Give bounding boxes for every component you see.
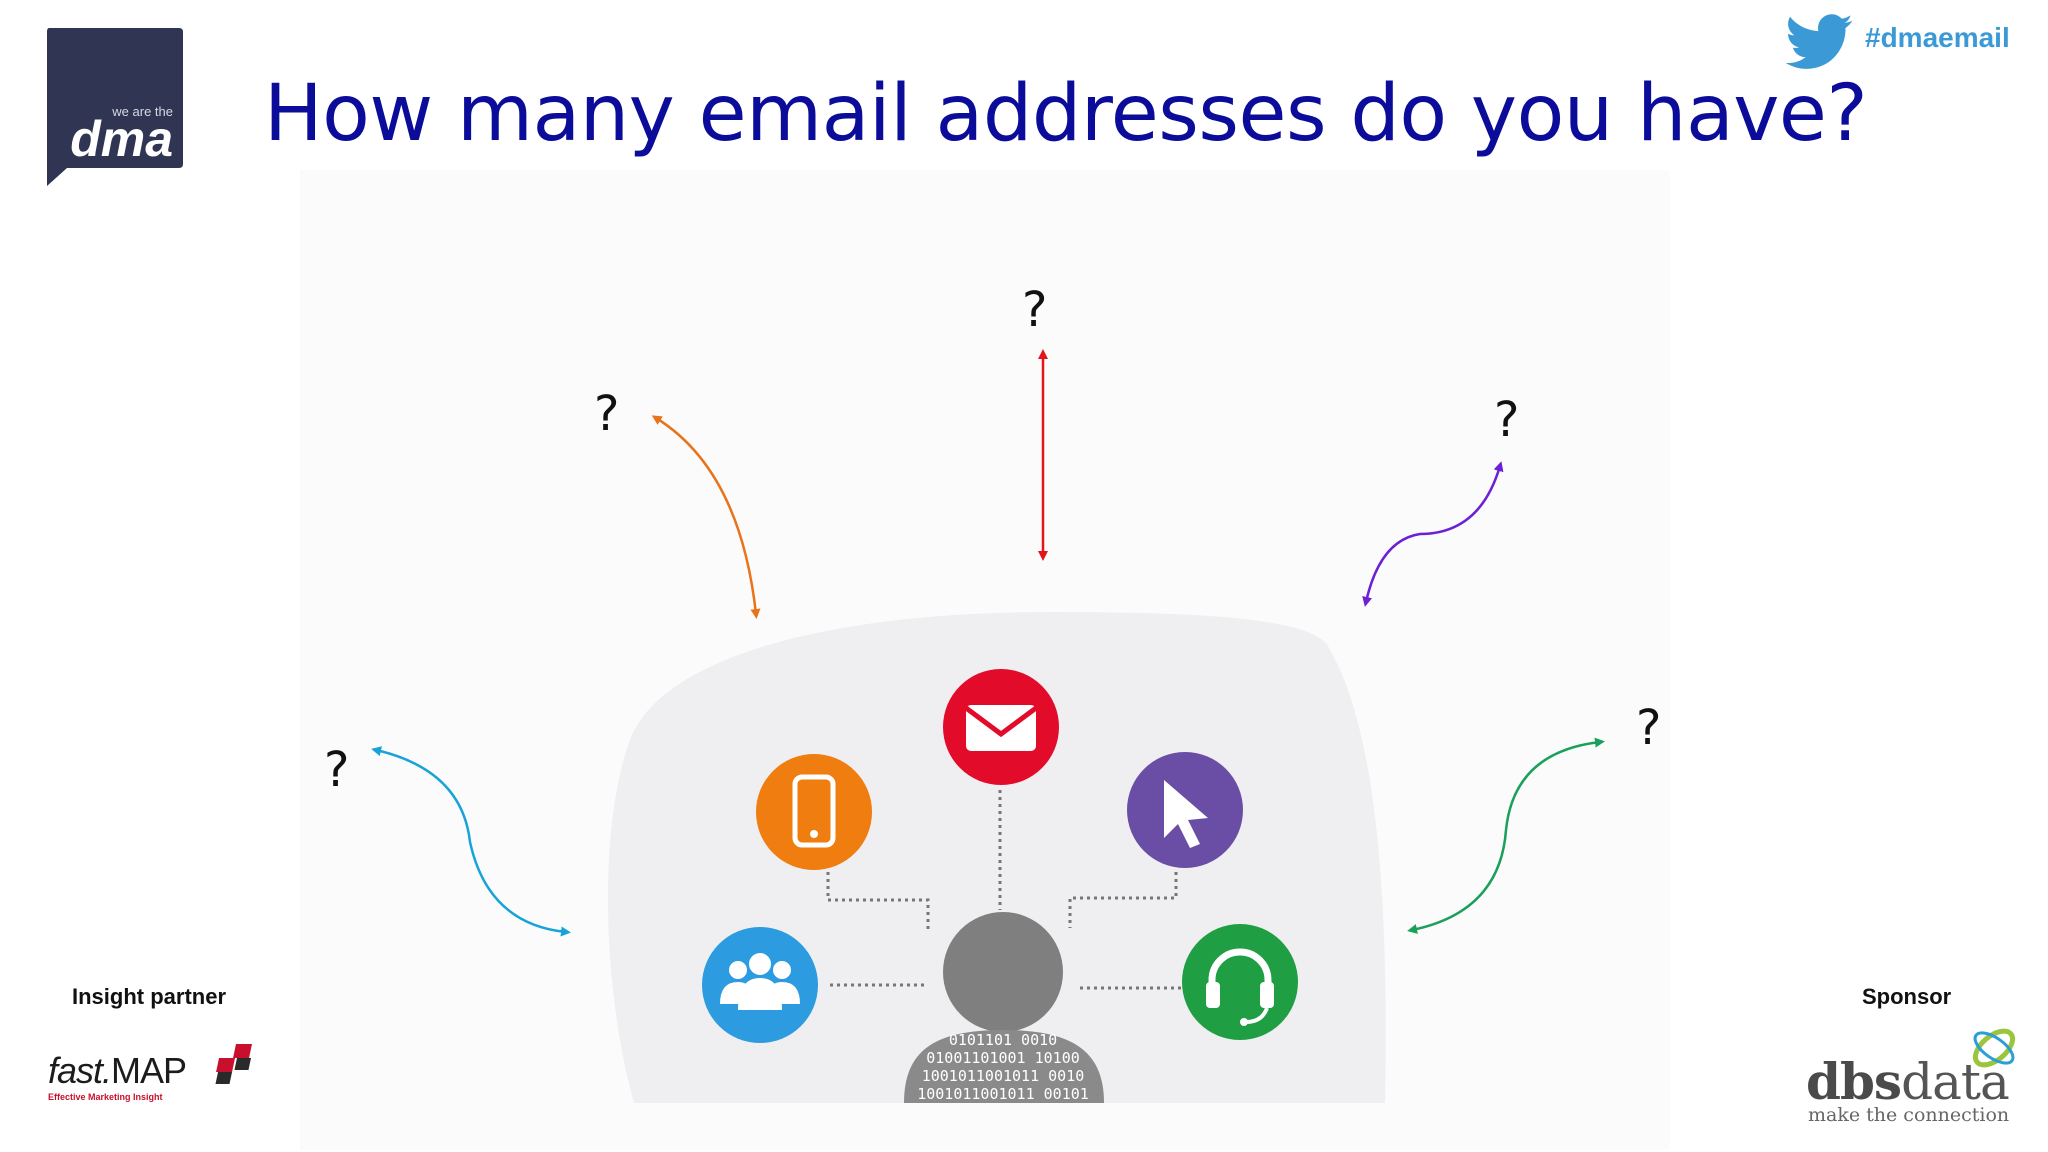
question-mark: ?	[1494, 392, 1520, 448]
dbsdata-word-bold: dbs	[1806, 1052, 1902, 1111]
question-mark: ?	[594, 386, 620, 442]
question-mark: ?	[1636, 700, 1662, 756]
binary-text: 0101101 0010 01001101001 10100 100101100…	[917, 1031, 1089, 1103]
arrow-purple	[1362, 461, 1504, 607]
dbsdata-word: data	[1901, 1053, 2010, 1111]
cursor-icon	[1127, 752, 1243, 868]
binary-row: 1001011001011 0010	[922, 1067, 1085, 1085]
binary-row: 0101101 0010	[949, 1031, 1057, 1049]
dma-tagline: we are the	[111, 104, 173, 119]
fastmap-word-italic: fast.	[48, 1050, 112, 1091]
mobile-phone-icon	[756, 754, 872, 870]
page-title: How many email addresses do you have?	[264, 69, 1868, 159]
insight-partner-label: Insight partner	[72, 984, 227, 1009]
sponsor-label: Sponsor	[1862, 984, 1952, 1009]
arrow-blue	[371, 746, 571, 937]
binary-row: 1001011001011 00101	[917, 1085, 1089, 1103]
connectors	[826, 790, 1182, 990]
person-icon	[904, 912, 1104, 1103]
dbsdata-logo: dbsdata	[1806, 1052, 2010, 1111]
question-mark: ?	[1022, 282, 1048, 338]
fastmap-word: MAP	[111, 1050, 187, 1091]
arrow-orange	[651, 415, 761, 619]
twitter-bird-icon	[1786, 14, 1853, 69]
arrow-green	[1407, 737, 1605, 934]
question-mark: ?	[324, 742, 350, 798]
binary-row: 01001101001 10100	[926, 1049, 1080, 1067]
fastmap-logo: fast.MAP	[48, 1050, 187, 1092]
email-icon	[943, 669, 1059, 785]
group-icon	[702, 927, 818, 1043]
fastmap-mark-icon	[215, 1044, 252, 1084]
dma-wordmark: dma	[70, 111, 173, 167]
dma-logo: we are the dma	[45, 28, 183, 186]
headset-icon	[1182, 924, 1298, 1040]
fastmap-tagline: Effective Marketing Insight	[48, 1092, 163, 1102]
hashtag: #dmaemail	[1865, 22, 2010, 53]
dbsdata-tagline: make the connection	[1808, 1104, 2010, 1126]
dbsdata-mark-icon	[1972, 1028, 2016, 1068]
